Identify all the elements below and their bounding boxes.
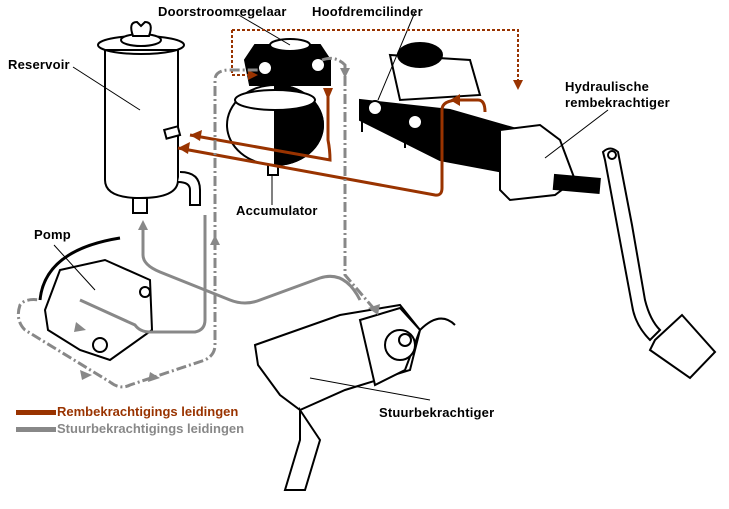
steering-arrowheads [74, 68, 380, 382]
label-pump: Pomp [34, 227, 71, 242]
brake-arrow-regulator-in [248, 70, 258, 80]
brake-arrowheads [178, 70, 523, 154]
brake-arrow-regulator [323, 88, 333, 100]
accumulator-drawing [226, 38, 331, 176]
master-cylinder-leader [377, 11, 416, 101]
steering-lines [16, 56, 377, 389]
legend-steering-lines: Stuurbekrachtigings leidingen [16, 422, 244, 436]
label-steering-booster: Stuurbekrachtiger [379, 405, 495, 420]
brake-lines [177, 29, 519, 197]
legend-brake-lines: Rembekrachtigings leidingen [16, 405, 238, 419]
brake-arrow-booster [513, 80, 523, 90]
steering-gear-drawing [253, 303, 456, 491]
brake-arrow-master [450, 94, 460, 106]
booster-leader [544, 109, 609, 159]
label-reservoir: Reservoir [8, 57, 70, 72]
steering-arrow-bottom-2 [148, 372, 160, 382]
label-flow-regulator: Doorstroomregelaar [158, 4, 287, 19]
pump-leader [53, 244, 96, 291]
brake-arrow-reservoir-2 [190, 130, 202, 141]
label-hydraulic-booster-2: rembekrachtiger [565, 95, 670, 110]
reservoir-leader [72, 66, 141, 111]
steering-booster-leader [309, 377, 431, 401]
reservoir-drawing [97, 20, 201, 214]
steering-arrow-up [210, 235, 220, 245]
legend-swatch-steering [16, 426, 56, 432]
brake-pedal-drawing [601, 147, 717, 380]
pump-drawing [38, 236, 154, 362]
steering-arrow-bottom-1 [80, 370, 92, 380]
label-accumulator: Accumulator [236, 203, 318, 218]
label-master-cylinder: Hoofdremcilinder [312, 4, 423, 19]
steering-arrow-pump [74, 322, 86, 332]
master-cylinder-drawing [359, 42, 601, 202]
steering-arrow-down [340, 68, 350, 78]
steering-arrow-gear [368, 304, 380, 315]
legend-label-steering: Stuurbekrachtigings leidingen [57, 421, 245, 436]
legend-label-brake: Rembekrachtigings leidingen [57, 404, 239, 419]
steering-arrow-reservoir-return [138, 220, 148, 230]
label-hydraulic-booster-1: Hydraulische [565, 79, 650, 94]
brake-arrow-reservoir-1 [178, 142, 190, 154]
legend-swatch-brake [16, 409, 56, 415]
